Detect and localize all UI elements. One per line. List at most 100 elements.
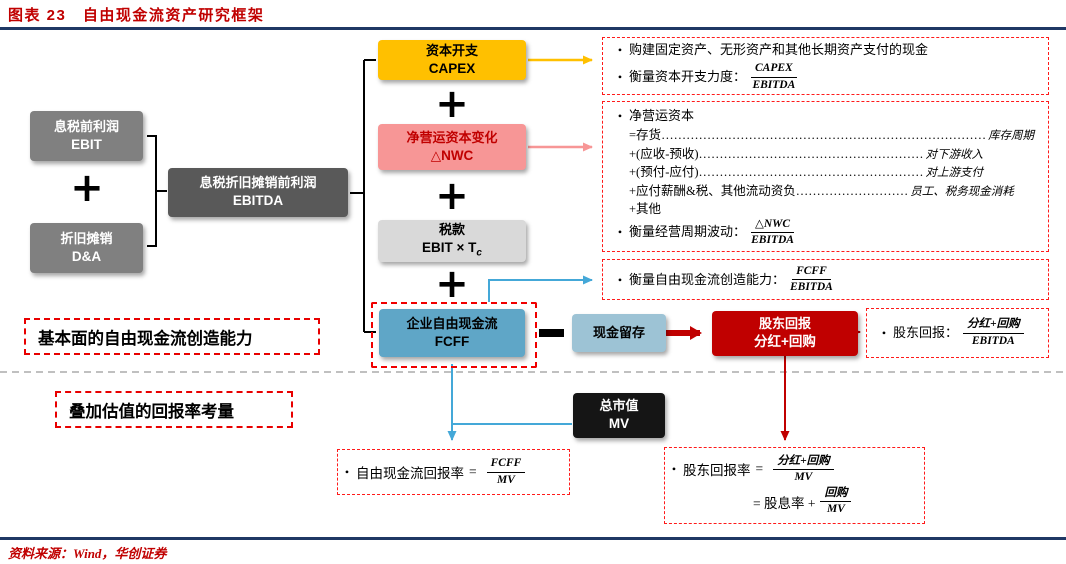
tax-formula-sub: c [476,247,482,259]
fraction-fcff-over-ebitda: FCFF EBITDA [790,265,833,294]
ebit-box: 息税前利润 EBIT [30,111,143,161]
capex-box: 资本开支 CAPEX [378,40,526,80]
breakdown-item: +应付薪酬&税、其他流动资负 [629,183,796,198]
fraction-payout-over-mv: 分红+回购 MV [773,455,834,484]
ebit-label-en: EBIT [71,136,102,152]
fcff-yield-label: 自由现金流回报率 [356,466,464,481]
breakdown-item: +(预付-应付) [629,165,699,180]
bullet-icon: • [617,109,623,124]
bullet-icon: • [617,43,623,58]
shareholder-return-box: 股东回报 分红+回购 [712,311,858,356]
bracket-ebit-da [147,135,167,247]
fcff-label-en: FCFF [434,333,470,349]
dots-leader: …………………………………………………………………… [661,128,987,143]
bracket-ebitda-column [350,59,376,333]
capex-note-text: 购建固定资产、无形资产和其他长期资产支付的现金 [629,42,929,58]
capex-label-cn: 资本开支 [425,42,478,58]
plus-operator: + [435,81,469,127]
fraction-denominator: EBITDA [751,233,794,246]
shareholder-yield-label: 股东回报率 [683,463,751,479]
note-row: • 衡量资本开支力度： CAPEX EBITDA [611,62,1040,91]
nwc-breakdown-row: +(预付-应付) ……………………………………………… 对上游支付 [611,163,1040,182]
breakdown-item: +其他 [629,202,662,217]
bullet-icon: • [617,70,623,84]
dots-leader: ……………………………………………… [698,165,924,180]
tax-formula-main: EBIT × T [422,240,477,256]
fraction-numerator: △NWC [751,218,795,233]
tax-label-en: EBIT × Tc [422,239,482,260]
breakdown-note: 库存周期 [988,130,1035,143]
formula-row: • 股东回报率 = 分红+回购 MV [665,455,924,484]
ebitda-label-en: EBITDA [232,193,284,209]
fraction-capex-over-ebitda: CAPEX EBITDA [751,62,797,91]
nwc-breakdown-row: +应付薪酬&税、其他流动资负 ……………………… 员工、税务现金消耗 [611,182,1040,201]
fraction-denominator: EBITDA [752,78,796,91]
fraction-buyback-over-mv: 回购 MV [820,487,852,516]
plus-operator: + [70,165,104,211]
fcff-measure-label: 衡量自由现金流创造能力： [629,271,786,287]
plus-operator: + [435,261,469,307]
tax-label-cn: 税款 [438,222,465,238]
ebitda-box: 息税折旧摊销前利润 EBITDA [168,168,348,217]
tax-box: 税款 EBIT × Tc [378,220,526,262]
formula-row: • 自由现金流回报率 = FCFF MV [338,457,569,486]
formula-row: = 股息率 + 回购 MV [753,487,924,516]
note-row: • 衡量自由现金流创造能力： FCFF EBITDA [611,265,1040,294]
shareholder-measure-label: 股东回报： [893,325,959,340]
breakdown-note: 员工、税务现金消耗 [910,185,1014,198]
dots-leader: ……………………………………………… [698,146,924,161]
fraction-numerator: 分红+回购 [773,455,834,470]
market-value-box: 总市值 MV [573,393,665,438]
nwc-breakdown-row: +其他 [611,200,1040,218]
fcff-yield-formula-box: • 自由现金流回报率 = FCFF MV [337,449,570,495]
fraction-nwc-over-ebitda: △NWC EBITDA [751,218,795,247]
bullet-icon: • [617,272,623,287]
dots-leader: ……………………… [795,183,909,198]
shareholder-label-line2: 分红+回购 [754,334,816,350]
fraction-denominator: MV [497,473,515,486]
shareholder-yield-formula-box: • 股东回报率 = 分红+回购 MV = 股息率 + 回购 MV [664,447,925,524]
figure-title: 图表 23 自由现金流资产研究框架 [8,7,265,24]
fraction-payout-over-ebitda: 分红+回购 EBITDA [963,318,1024,347]
fraction-numerator: FCFF [486,457,526,473]
mv-label-en: MV [608,416,630,432]
shareholder-label-line1: 股东回报 [758,316,811,332]
note-row: • 购建固定资产、无形资产和其他长期资产支付的现金 [611,40,1040,60]
fraction-denominator: EBITDA [790,281,833,293]
source-note: 资料来源：Wind，华创证券 [8,546,167,561]
fraction-denominator: EBITDA [971,334,1015,347]
da-box: 折旧摊销 D&A [30,223,143,273]
nwc-breakdown-row: =存货 …………………………………………………………………… 库存周期 [611,126,1040,145]
nwc-measure-label: 衡量经营周期波动： [629,224,747,240]
bullet-icon: • [617,225,623,240]
nwc-label-cn: 净营运资本变化 [406,129,498,145]
fcff-box: 企业自由现金流 FCFF [379,309,525,357]
top-rule [0,27,1066,30]
dividend-yield-expansion: = 股息率 + [753,495,816,511]
valuation-section-label: 叠加估值的回报率考量 [55,391,293,428]
breakdown-item: =存货 [629,128,662,143]
nwc-note-box: • 净营运资本 =存货 …………………………………………………………………… 库… [602,101,1049,252]
nwc-label-en: △NWC [430,147,474,163]
ebit-label-cn: 息税前利润 [53,118,119,134]
note-row: • 股东回报： 分红+回购 EBITDA [875,318,1040,347]
bottom-rule [0,537,1066,540]
fraction-fcff-over-mv: FCFF MV [486,457,526,486]
breakdown-note: 对下游收入 [925,148,984,161]
breakdown-note: 对上游支付 [925,167,984,180]
nwc-breakdown-row: +(应收-预收) ……………………………………………… 对下游收入 [611,145,1040,164]
fraction-numerator: FCFF [792,265,831,280]
mv-label-cn: 总市值 [599,398,639,414]
bullet-icon: • [881,326,887,340]
nwc-note-title: 净营运资本 [629,108,695,124]
fraction-numerator: CAPEX [751,62,797,78]
bullet-icon: • [344,464,350,479]
cash-retained-label: 现金留存 [592,324,645,340]
da-label-cn: 折旧摊销 [60,230,113,246]
equals-sign: = [469,464,477,479]
fcff-label-cn: 企业自由现金流 [406,315,498,331]
capex-measure-label: 衡量资本开支力度： [629,69,747,84]
fcff-highlight-border [371,302,537,368]
fraction-numerator: 回购 [820,487,852,503]
